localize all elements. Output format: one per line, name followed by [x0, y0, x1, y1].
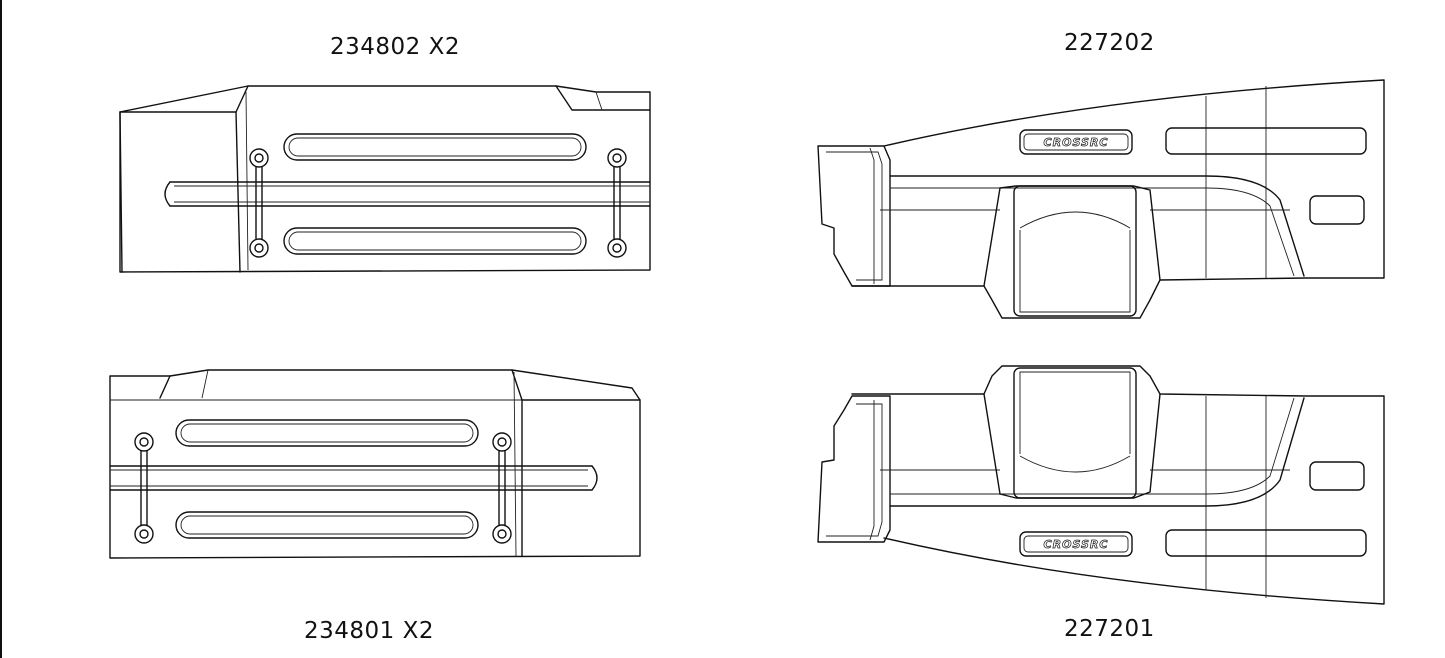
part-number-234802: 234802 X2 [330, 34, 461, 60]
crossrc-logo-top: CROSSRC [1044, 136, 1109, 149]
crossrc-logo-bottom: CROSSRC [1044, 538, 1109, 551]
part-number-227202: 227202 [1064, 30, 1155, 56]
part-number-234801: 234801 X2 [304, 618, 435, 644]
part-234802-drawing [119, 85, 651, 273]
part-227201-drawing: CROSSRC [817, 365, 1385, 605]
part-234801-drawing [109, 369, 641, 559]
part-227202-drawing: CROSSRC [817, 79, 1385, 319]
part-number-227201: 227201 [1064, 616, 1155, 642]
page-left-border [0, 0, 2, 658]
